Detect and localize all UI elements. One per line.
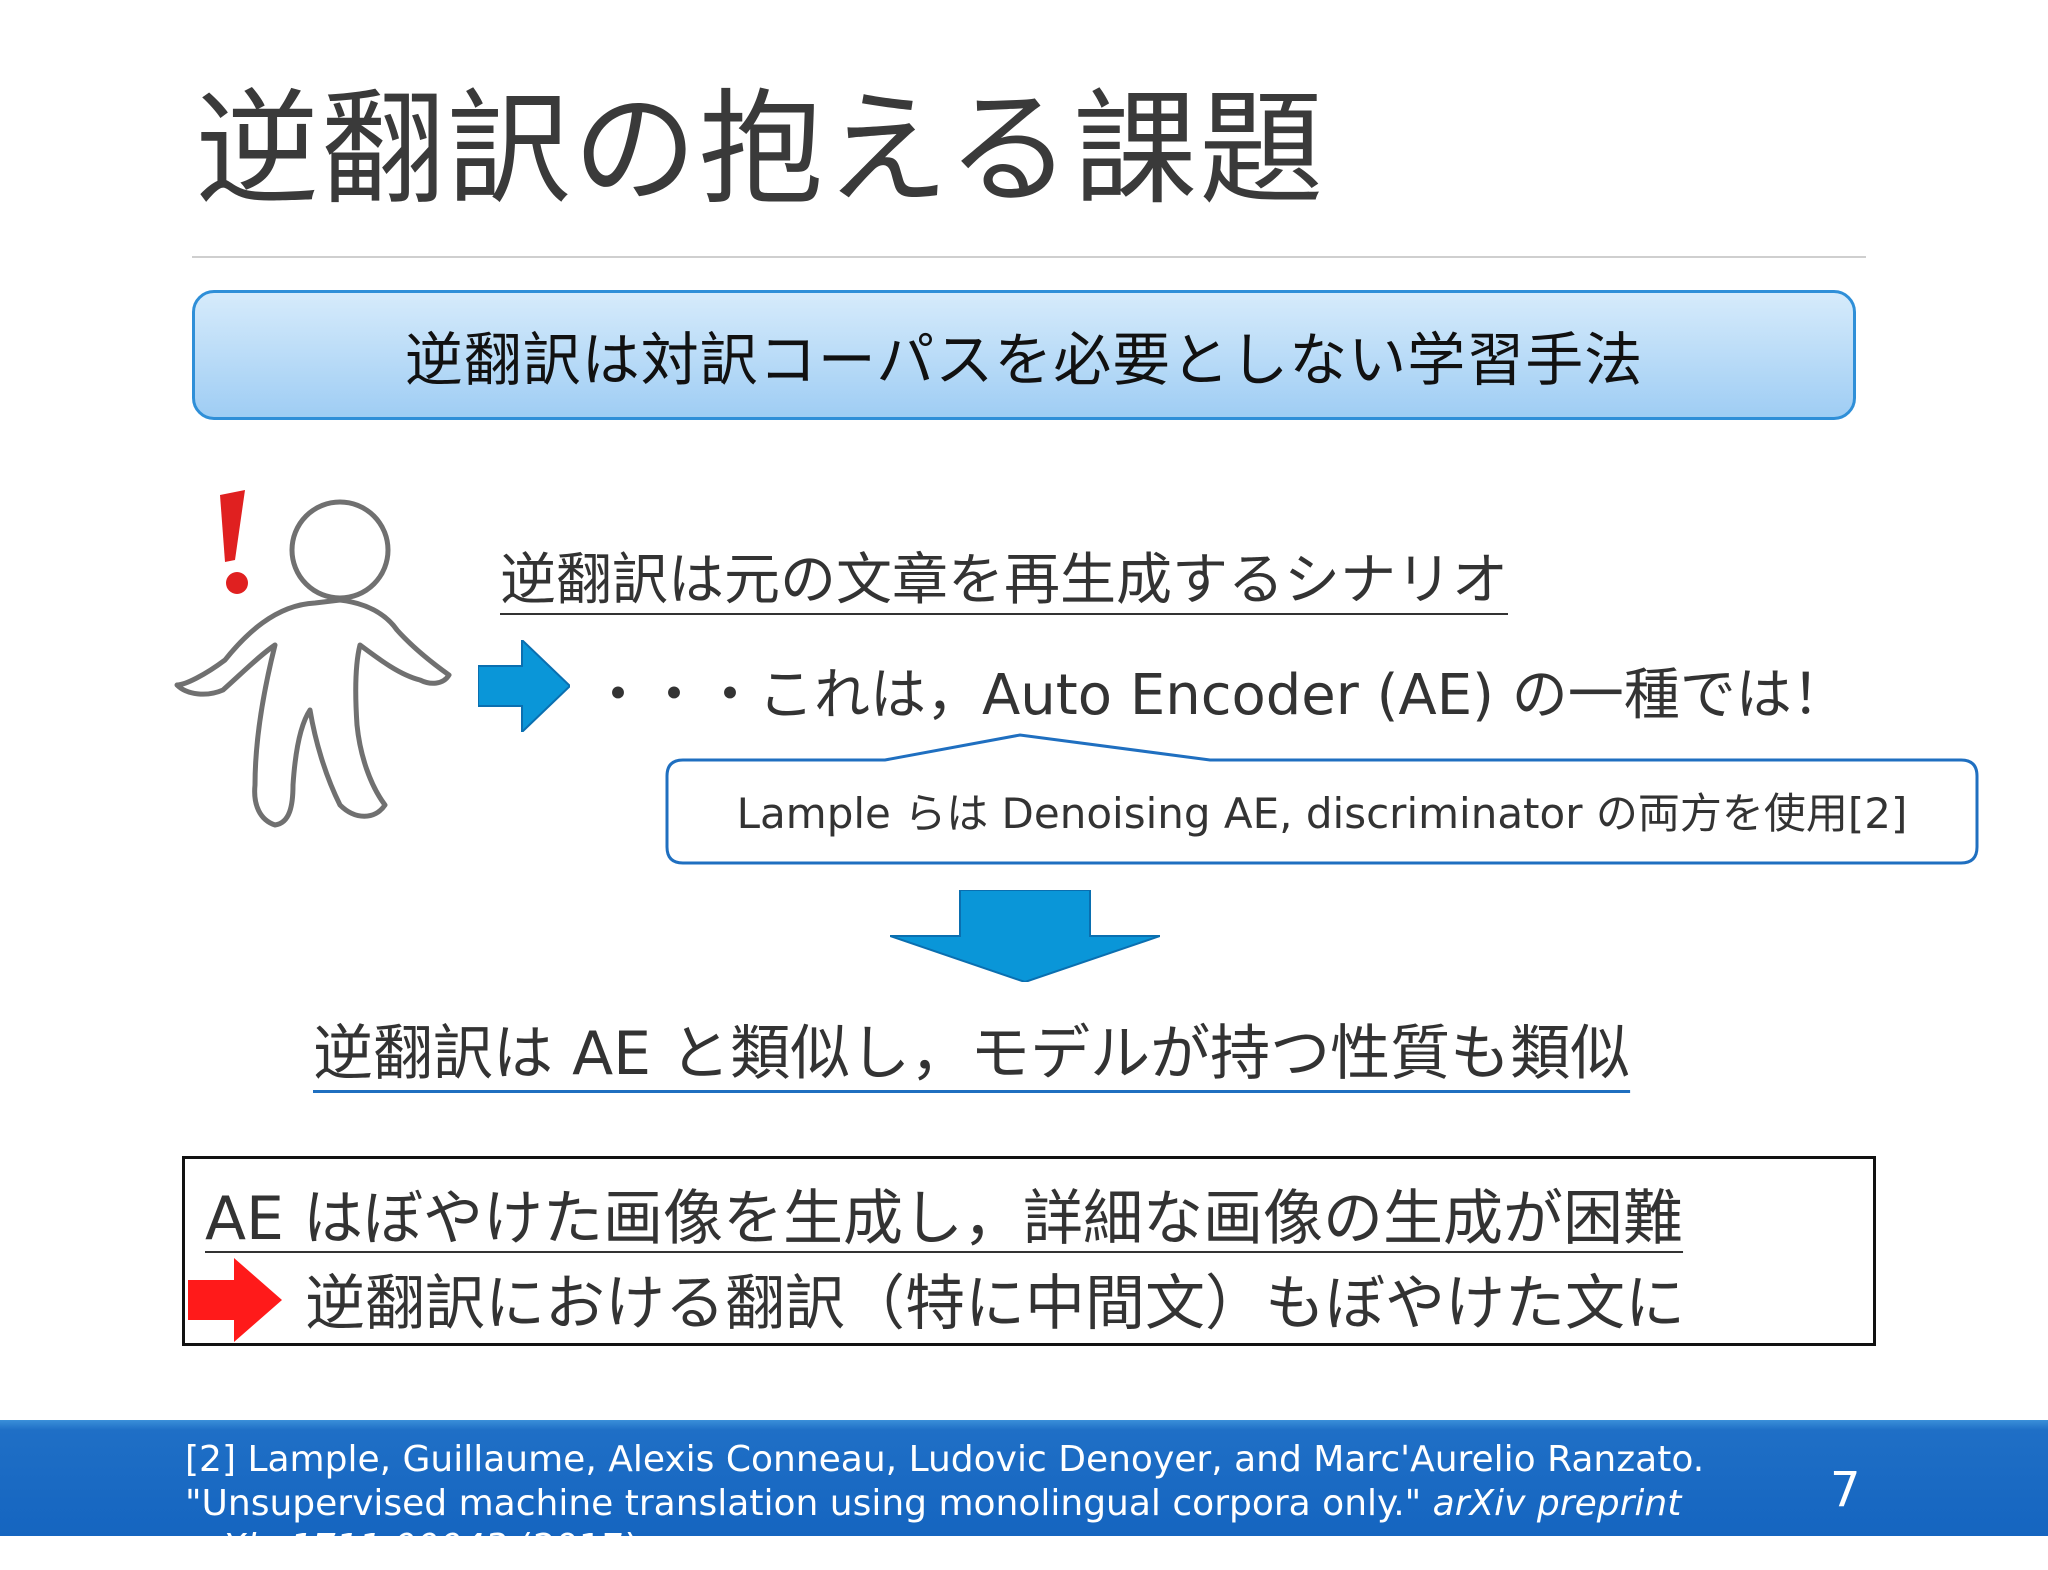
problem-statement: AE はぼやけた画像を生成し，詳細な画像の生成が困難: [205, 1184, 1684, 1254]
footer-bar: [0, 1420, 2048, 1536]
arrow-down-icon: [890, 890, 1160, 982]
slide-title: 逆翻訳の抱える課題: [195, 78, 1326, 222]
scenario-statement: 逆翻訳は元の文章を再生成するシナリオ: [500, 548, 1508, 613]
red-arrow-right-icon: [188, 1258, 282, 1342]
reference-text: [2] Lample, Guillaume, Alexis Conneau, L…: [185, 1439, 1705, 1524]
callout-text: Lample らは Denoising AE, discriminator の両…: [736, 789, 1908, 838]
reference-year: (2017).: [507, 1527, 651, 1568]
banner-text: 逆翻訳は対訳コーパスを必要としない学習手法: [404, 326, 1644, 394]
callout-box: [665, 733, 1979, 865]
arrow-right-icon: [478, 640, 570, 732]
conclusion-statement: 逆翻訳は AE と類似し，モデルが持つ性質も類似: [313, 1019, 1631, 1089]
problem-consequence: 逆翻訳における翻訳（特に中間文）もぼやけた文に: [305, 1269, 1685, 1339]
reference-citation: [2] Lample, Guillaume, Alexis Conneau, L…: [185, 1438, 1825, 1570]
autoencoder-remark: ・・・これは，Auto Encoder (AE) の一種では！: [590, 663, 1848, 728]
exclamation-icon: [220, 490, 248, 594]
key-point-banner: 逆翻訳は対訳コーパスを必要としない学習手法: [192, 290, 1856, 420]
title-divider: [192, 256, 1866, 258]
problem-box: [182, 1156, 1876, 1346]
slide: 逆翻訳の抱える課題 逆翻訳は対訳コーパスを必要としない学習手法 逆翻訳は元の文章…: [0, 78, 2048, 1536]
page-number: 7: [1830, 1462, 1861, 1518]
confused-person-icon: [174, 490, 452, 828]
